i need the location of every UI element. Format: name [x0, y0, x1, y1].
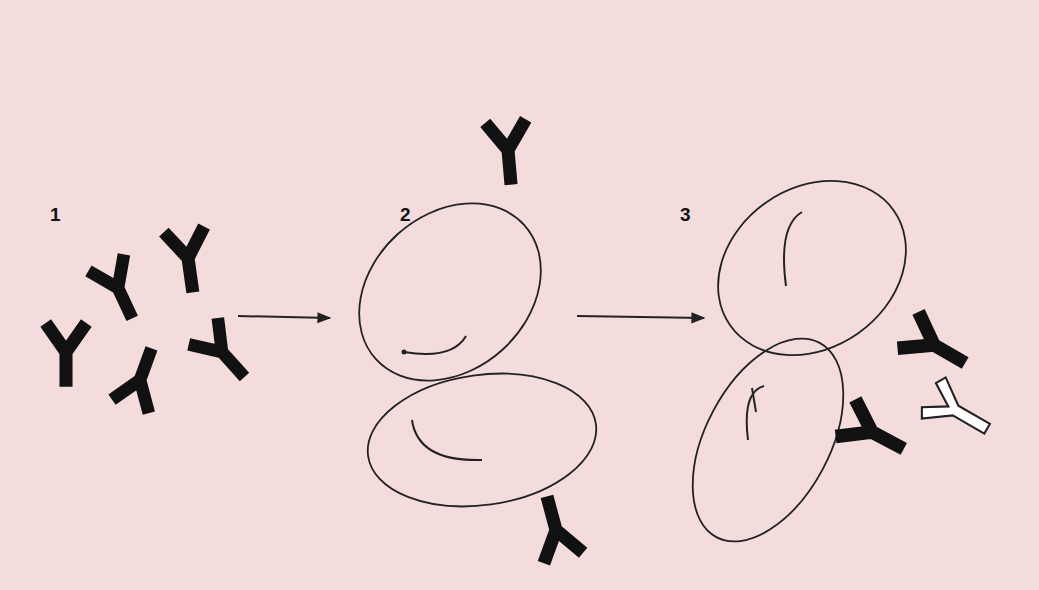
antibody-group: [46, 226, 259, 413]
antibody: [898, 312, 976, 381]
red-cell: [359, 360, 605, 521]
process-arrow: [577, 316, 704, 318]
antibody: [485, 119, 531, 186]
antibody: [527, 491, 583, 563]
callout-number: 1: [50, 205, 61, 224]
antibody: [917, 375, 999, 450]
callout-number: 2: [400, 205, 411, 224]
process-arrow: [238, 316, 330, 318]
callout-number: 3: [680, 205, 691, 224]
antibody: [836, 399, 914, 467]
